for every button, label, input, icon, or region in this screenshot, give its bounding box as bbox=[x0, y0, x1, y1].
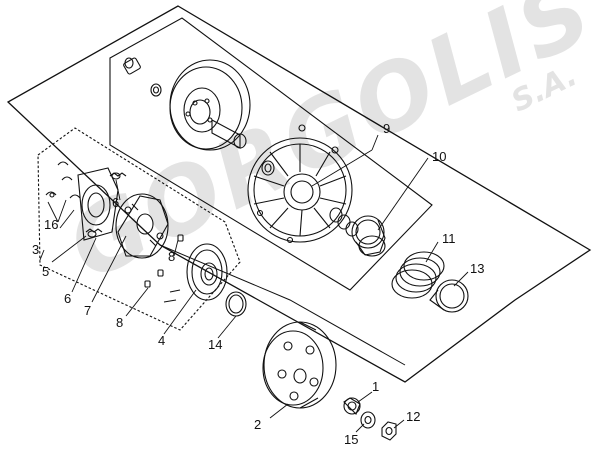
bushing-part bbox=[123, 57, 141, 75]
callout-13: 12 bbox=[406, 409, 421, 424]
callout-16: 16 bbox=[44, 217, 59, 232]
callout-8-lower: 8 bbox=[116, 315, 124, 330]
callout-4: 4 bbox=[158, 333, 166, 348]
fan-plate bbox=[247, 137, 353, 244]
callout-3: 3 bbox=[32, 242, 40, 257]
spacer-rings bbox=[261, 124, 339, 176]
spring-part-11 bbox=[391, 251, 445, 299]
callout-12: 13 bbox=[470, 261, 485, 276]
callout-7: 7 bbox=[84, 303, 92, 318]
bearing-1 bbox=[343, 397, 361, 415]
outer-boundary bbox=[6, 5, 592, 383]
callout-5: 5 bbox=[42, 264, 50, 279]
spring-6-upper bbox=[109, 172, 127, 180]
callout-1: 1 bbox=[372, 379, 380, 394]
oring-14 bbox=[225, 291, 247, 317]
callout-10: 10 bbox=[432, 149, 447, 164]
clutch-hub-4 bbox=[163, 243, 228, 303]
clutch-box bbox=[37, 127, 241, 331]
callout-15: 15 bbox=[344, 432, 359, 447]
movable-pulley-half bbox=[169, 59, 251, 151]
sleeve-part-10 bbox=[351, 215, 386, 257]
snap-rings-16 bbox=[45, 161, 81, 199]
callout-8-upper: 8 bbox=[168, 249, 176, 264]
clutch-shoes-7 bbox=[115, 193, 169, 259]
clutch-drum-2 bbox=[262, 321, 337, 409]
callout-9: 9 bbox=[383, 121, 391, 136]
spring-6-lower bbox=[85, 228, 103, 238]
oring-small-part bbox=[150, 83, 162, 97]
pins-8 bbox=[144, 234, 184, 288]
outer-step bbox=[159, 244, 406, 366]
leader-lines bbox=[39, 134, 469, 433]
callout-6-lower: 6 bbox=[64, 291, 72, 306]
washer-15 bbox=[360, 411, 376, 429]
callout-11: 11 bbox=[442, 231, 456, 246]
pulley-box bbox=[109, 17, 433, 291]
backing-plate-5 bbox=[77, 167, 119, 241]
callout-14: 14 bbox=[208, 337, 223, 352]
collar-part-12 bbox=[429, 279, 469, 313]
callout-6-upper: 6 bbox=[112, 195, 120, 210]
washers-set bbox=[329, 207, 359, 237]
nut-13 bbox=[381, 421, 397, 441]
callout-2: 2 bbox=[254, 417, 262, 432]
